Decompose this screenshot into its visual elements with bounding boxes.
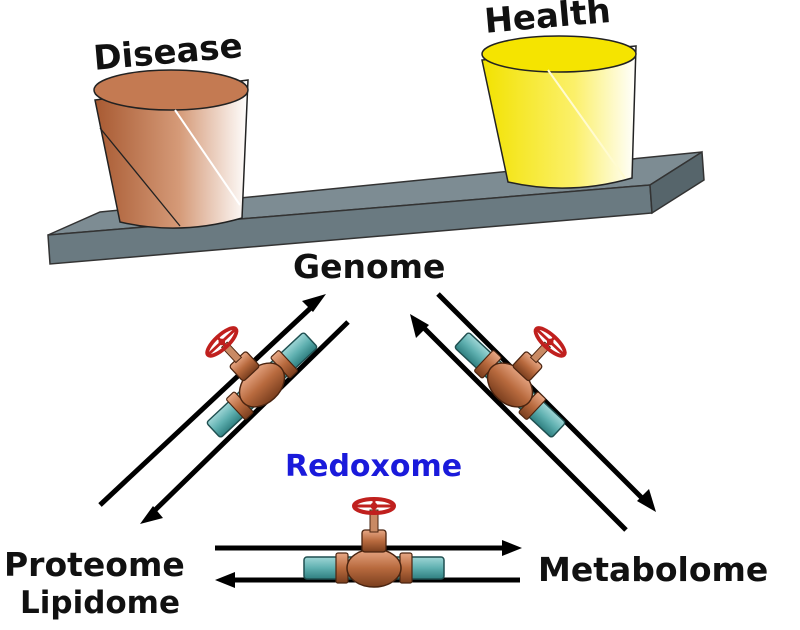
genome-label: Genome xyxy=(293,247,446,286)
arrow-proteome-to-genome xyxy=(98,294,326,507)
arrow-metabolome-to-genome xyxy=(410,314,628,532)
disease-bucket xyxy=(93,69,249,229)
arrow-genome-to-metabolome xyxy=(436,292,656,512)
lipidome-label: Lipidome xyxy=(20,585,181,621)
redoxome-label: Redoxome xyxy=(285,449,463,484)
proteome-label: Proteome xyxy=(4,545,185,584)
health-bucket xyxy=(481,35,637,189)
arrow-genome-to-proteome xyxy=(140,320,350,524)
valve-bottom xyxy=(302,497,446,589)
valve-right xyxy=(447,289,606,446)
metabolome-label: Metabolome xyxy=(538,550,769,589)
arrow-proteome-to-metabolome xyxy=(215,540,522,556)
